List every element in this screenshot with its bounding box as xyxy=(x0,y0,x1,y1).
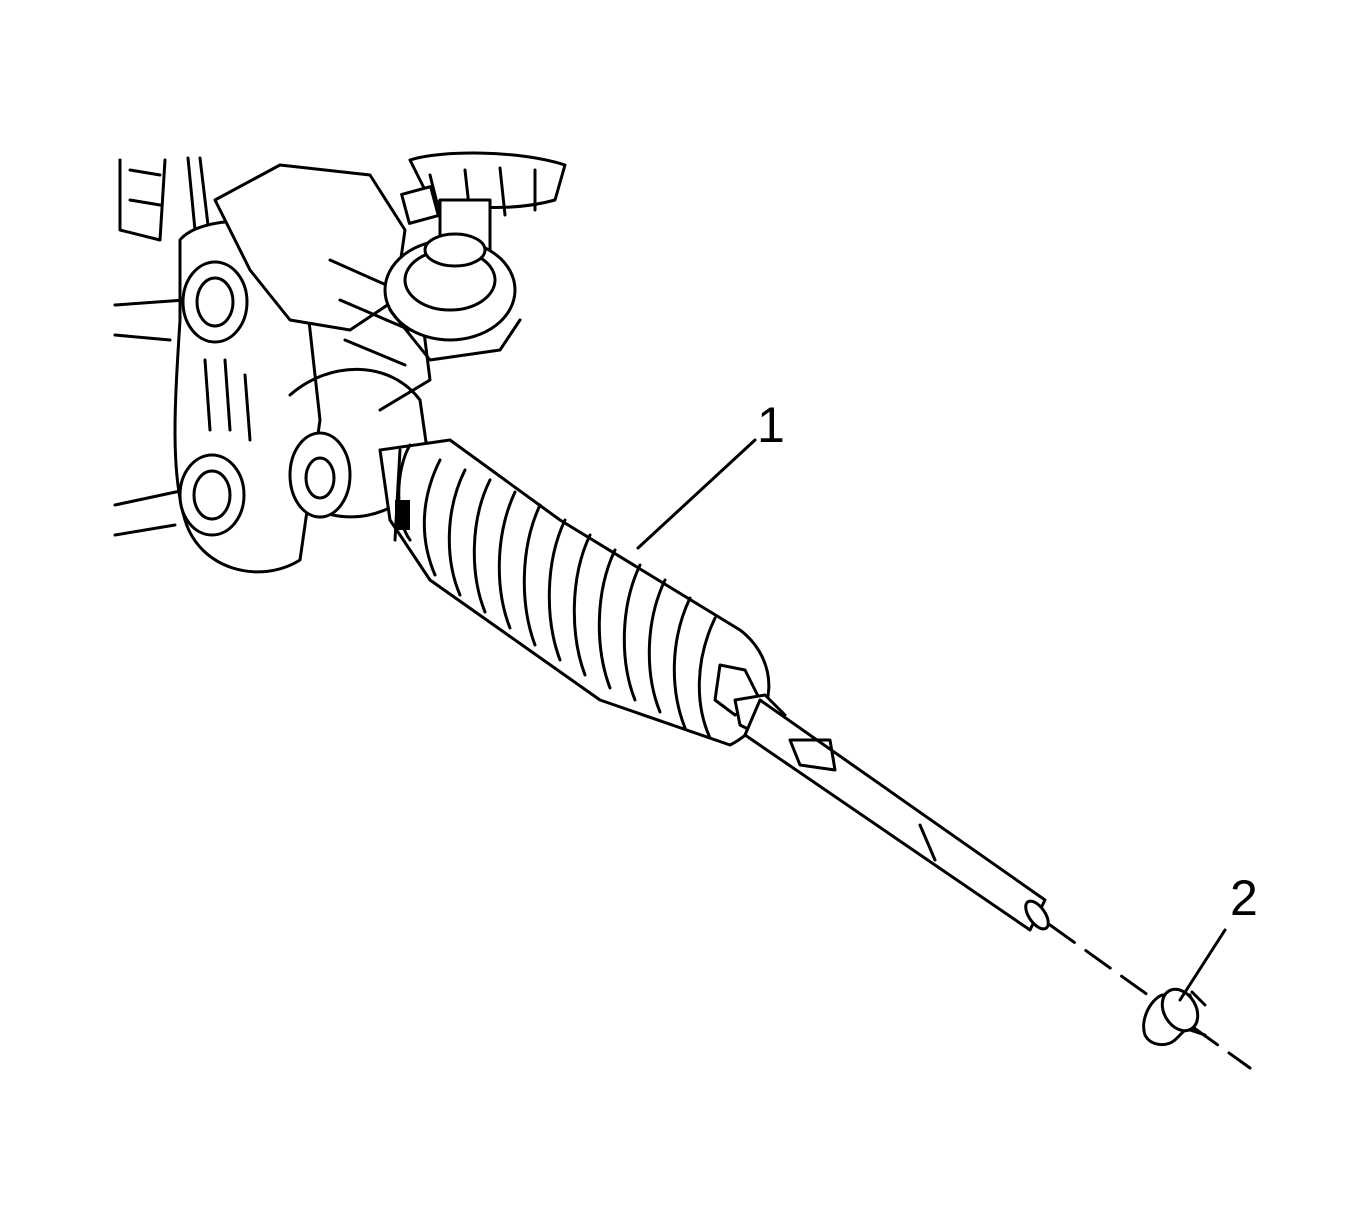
retaining-clip xyxy=(1142,987,1207,1047)
callout-1: 1 xyxy=(757,397,785,453)
pinion-shaft xyxy=(383,151,567,362)
gear-housing-mount xyxy=(113,156,432,574)
leader-line-1 xyxy=(636,438,757,550)
leader-lines xyxy=(636,438,1227,1002)
callout-2: 2 xyxy=(1230,870,1258,926)
inner-tie-rod xyxy=(733,693,1050,932)
rack-boot xyxy=(378,438,771,747)
leader-line-2 xyxy=(1178,928,1227,1002)
axis-line xyxy=(1048,923,1252,1070)
